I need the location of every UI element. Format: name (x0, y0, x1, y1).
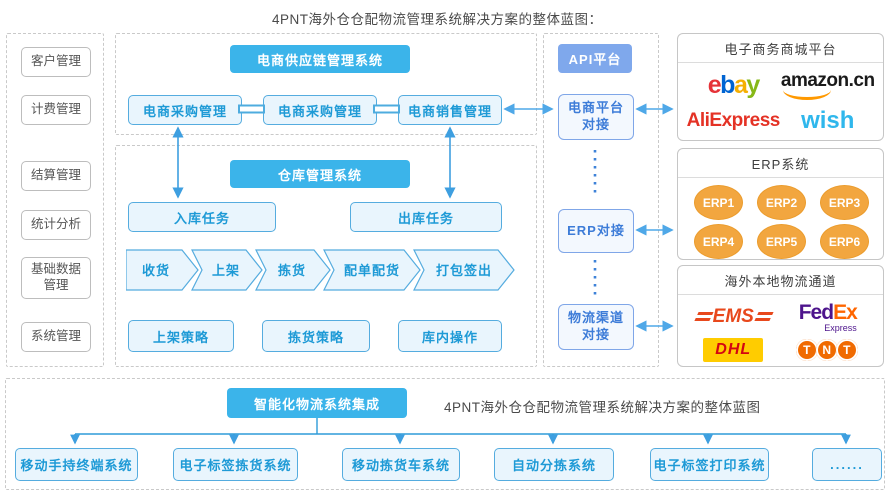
sidebar-item-customer-mgmt: 客户管理 (21, 47, 91, 77)
node-auto-sorting-system: 自动分拣系统 (494, 448, 614, 481)
ems-logo: EMS (693, 306, 774, 328)
ecommerce-platforms-panel: 电子商务商城平台 ebay amazon.cn AliExpress wish (677, 33, 884, 141)
erp-systems-title: ERP系统 (678, 149, 883, 178)
wish-logo: wish (801, 107, 855, 135)
fedex-ex: Ex (833, 300, 858, 324)
tnt-circle: N (815, 339, 838, 362)
aliexpress-logo: AliExpress (686, 110, 781, 132)
ebay-letter: b (720, 70, 735, 99)
ebay-logo: ebay (707, 70, 761, 99)
ems-stripe-icon (693, 311, 714, 323)
dhl-logo: DHL (703, 338, 764, 363)
erp-node: ERP1 (694, 185, 743, 220)
page-title: 4PNT海外仓仓配物流管理系统解决方案的整体蓝图： (272, 12, 603, 27)
node-outbound-task: 出库任务 (350, 202, 502, 232)
ebay-letter: y (746, 70, 760, 99)
fedex-express-label: Express (824, 322, 857, 333)
sidebar-item-billing-mgmt: 计费管理 (21, 95, 91, 125)
fedex-fed: Fed (798, 300, 834, 324)
logistics-channels-title: 海外本地物流通道 (678, 266, 883, 295)
node-warehouse-operations: 库内操作 (398, 320, 502, 352)
sidebar-group: 客户管理 计费管理 结算管理 统计分析 基础数据 管理 系统管理 (6, 33, 104, 367)
process-flow: 收货 上架 拣货 配单配货 打包签出 (126, 249, 515, 291)
chevron-shelve (191, 249, 263, 291)
node-ecom-sales: 电商销售管理 (398, 95, 502, 125)
ems-wordmark: EMS (712, 306, 754, 328)
erp-node: ERP2 (757, 185, 806, 220)
sidebar-item-statistics: 统计分析 (21, 210, 91, 240)
erp-systems-panel: ERP系统 ERP1 ERP2 ERP3 ERP4 ERP5 ERP6 (677, 148, 884, 260)
chevron-allocate-label: 配单配货 (344, 263, 400, 278)
erp-node: ERP5 (757, 224, 806, 259)
node-ecom-purchase-1: 电商采购管理 (128, 95, 242, 125)
node-mobile-handheld-system: 移动手持终端系统 (15, 448, 138, 481)
sidebar-item-base-data-mgmt: 基础数据 管理 (21, 257, 91, 299)
erp-node: ERP3 (820, 185, 869, 220)
node-erp-connect: ERP对接 (558, 209, 634, 253)
node-ecom-platform-connect: 电商平台 对接 (558, 94, 634, 140)
chevron-receive-label: 收货 (142, 263, 170, 278)
warehouse-header: 仓库管理系统 (230, 160, 410, 188)
node-inbound-task: 入库任务 (128, 202, 276, 232)
amazon-wordmark: amazon.cn (780, 69, 875, 91)
ecommerce-platforms-title: 电子商务商城平台 (678, 34, 883, 63)
amazon-smile-icon (782, 88, 831, 100)
sidebar-item-settlement-mgmt: 结算管理 (21, 161, 91, 191)
tnt-logo: T N T (795, 339, 858, 362)
ebay-letter: a (733, 70, 748, 99)
erp-node: ERP4 (694, 224, 743, 259)
bottom-caption: 4PNT海外仓仓配物流管理系统解决方案的整体蓝图 (444, 400, 761, 415)
smart-logistics-header: 智能化物流系统集成 (227, 388, 407, 418)
chevron-pick (255, 249, 331, 291)
ebay-letter: e (707, 70, 722, 99)
chevron-pick-label: 拣货 (278, 263, 306, 278)
node-mobile-picking-cart-system: 移动拣货车系统 (342, 448, 460, 481)
chevron-allocate (323, 249, 421, 291)
chevron-pack-label: 打包签出 (436, 263, 492, 278)
chevron-receive (126, 249, 199, 291)
ems-stripe-icon (753, 311, 774, 323)
tnt-circle: T (795, 339, 818, 362)
node-picking-strategy: 拣货策略 (262, 320, 370, 352)
node-more-systems: ...... (812, 448, 882, 481)
api-platform-header: API平台 (558, 44, 632, 73)
node-label-printing-system: 电子标签打印系统 (650, 448, 769, 481)
chevron-shelve-label: 上架 (212, 263, 240, 278)
erp-node: ERP6 (820, 224, 869, 259)
amazon-logo: amazon.cn (781, 71, 875, 100)
supply-chain-header: 电商供应链管理系统 (230, 45, 410, 73)
node-pick-to-light-system: 电子标签拣货系统 (173, 448, 298, 481)
node-shelving-strategy: 上架策略 (128, 320, 234, 352)
tnt-circle: T (835, 339, 858, 362)
node-ecom-purchase-2: 电商采购管理 (263, 95, 377, 125)
node-logistics-channel-connect: 物流渠道 对接 (558, 304, 634, 350)
chevron-pack (413, 249, 515, 291)
sidebar-item-system-mgmt: 系统管理 (21, 322, 91, 352)
